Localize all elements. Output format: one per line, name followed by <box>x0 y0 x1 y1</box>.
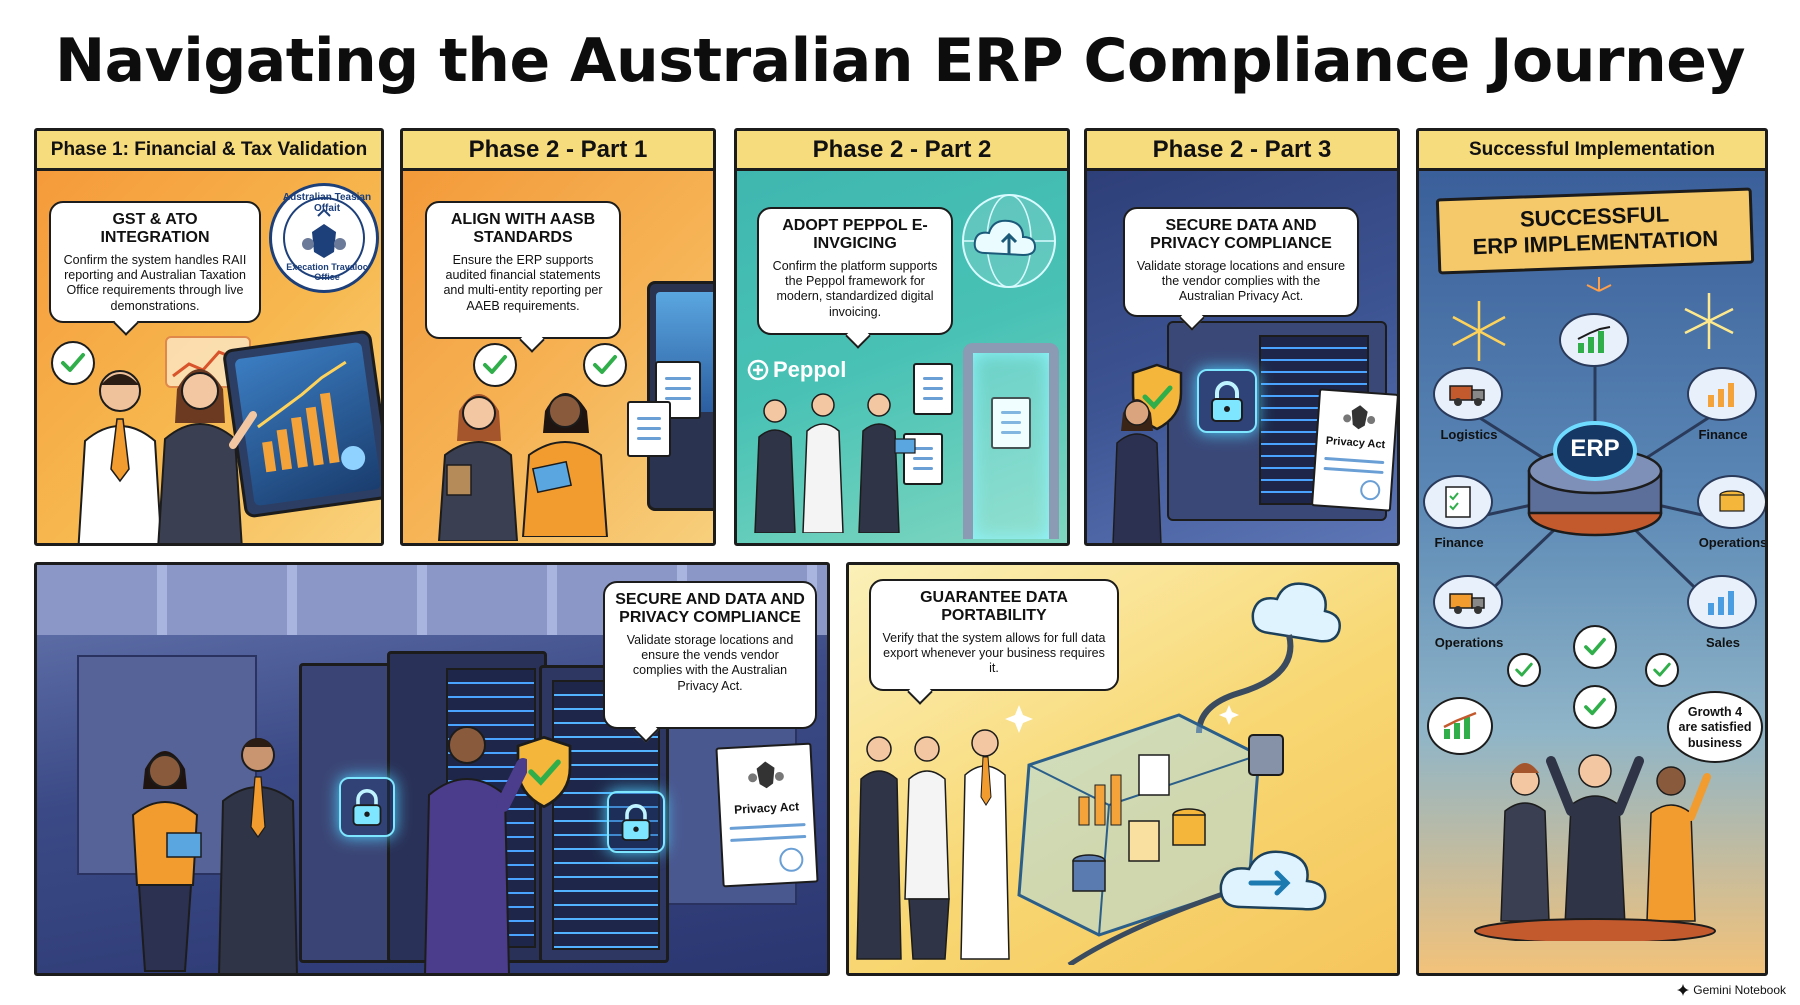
speech-bubble-peppol: Adopt Peppol E-Invgicing Confirm the pla… <box>757 207 953 335</box>
node-label-operations-right: Operations <box>1698 535 1768 550</box>
digital-gateway <box>963 343 1059 539</box>
speech-bubble-gst-ato: GST & ATO Integration Confirm the system… <box>49 201 261 323</box>
node-label-finance-left: Finance <box>1434 535 1484 550</box>
check-icon <box>1573 625 1617 669</box>
privacy-act-document: Privacy Act <box>715 742 819 888</box>
check-icon <box>473 343 517 387</box>
invoice-document-icon <box>991 397 1031 449</box>
speech-bubble-portability: Guarantee Data Portability Verify that t… <box>869 579 1119 691</box>
peppol-logo: Peppol <box>747 357 846 383</box>
speech-bubble-satisfied: Growth 4 are satisfied business <box>1667 691 1763 763</box>
bubble-title: Secure Data and Privacy Compliance <box>1150 217 1332 253</box>
bubble-text: Confirm the platform supports the Peppol… <box>772 258 938 319</box>
bubble-title: GST & ATO Integration <box>100 211 210 247</box>
padlock-icon <box>607 791 665 853</box>
footer-credit: Gemini Notebook <box>1677 983 1786 997</box>
tablet-dashboard <box>221 329 381 519</box>
panel-header: Phase 2 - Part 2 <box>737 131 1067 171</box>
check-icon <box>51 341 95 385</box>
businesswoman-with-tablet <box>521 393 609 537</box>
panel-phase2-part3: Phase 2 - Part 3 Secure Data and Privacy… <box>1084 128 1400 546</box>
privacy-act-label: Privacy Act <box>1325 434 1386 452</box>
bubble-text: Ensure the ERP supports audited financia… <box>443 252 603 313</box>
team-figures <box>754 393 916 533</box>
bubble-text: Confirm the system handles RAII reportin… <box>63 252 247 313</box>
node-top-chart <box>1559 313 1629 367</box>
fireworks-illustration <box>1452 277 1734 361</box>
bubble-title: Secure and Data and Privacy Compliance <box>615 591 805 627</box>
panel-data-portability: Guarantee Data Portability Verify that t… <box>846 562 1400 976</box>
bubble-title: Align with AASB Standards <box>450 211 596 247</box>
panel-phase2-part1: Phase 2 - Part 1 Align with AASB Standar… <box>400 128 716 546</box>
node-label-sales: Sales <box>1706 635 1740 650</box>
node-label-finance: Finance <box>1698 427 1748 442</box>
businessman-figure <box>77 370 163 543</box>
privacy-act-label: Privacy Act <box>733 799 800 817</box>
peppol-logo-icon <box>747 359 769 381</box>
bubble-title: Adopt Peppol E-Invgicing <box>782 217 928 253</box>
erp-hub-label: ERP <box>1570 435 1620 462</box>
footer-text: Gemini Notebook <box>1693 983 1786 997</box>
node-sales <box>1687 575 1757 629</box>
page-title: Navigating the Australian ERP Compliance… <box>54 26 1746 96</box>
businessman-back-figure <box>424 726 527 973</box>
businesswoman-figure <box>157 369 257 543</box>
businesswoman-figure <box>1112 399 1162 543</box>
node-operations-left <box>1433 575 1503 629</box>
speech-bubble-aasb: Align with AASB Standards Ensure the ERP… <box>425 201 621 339</box>
document-icon <box>627 401 671 457</box>
privacy-act-document: Privacy Act <box>1310 388 1397 512</box>
node-label-logistics: Logistics <box>1440 427 1498 442</box>
invoice-document-icon <box>913 363 953 415</box>
bubble-text: Growth 4 are satisfied business <box>1678 705 1752 750</box>
seal-text-top: Australian Teasian Offait <box>282 192 372 214</box>
success-banner: Successful ERP Implementation <box>1435 187 1755 275</box>
cloud-network-icon <box>962 194 1056 288</box>
businesswoman-with-tablet <box>131 751 202 972</box>
businesswoman-with-clipboard <box>437 394 519 541</box>
panel-header: Phase 2 - Part 3 <box>1087 131 1397 171</box>
panel-header: Phase 2 - Part 1 <box>403 131 713 171</box>
check-icon <box>1507 653 1541 687</box>
erp-hub-network <box>1458 351 1730 613</box>
node-logistics <box>1433 367 1503 421</box>
panel-phase1-financial-tax: Phase 1: Financial & Tax Validation Aust… <box>34 128 384 546</box>
speech-bubble-secure-data: Secure and Data and Privacy Compliance V… <box>603 581 817 729</box>
node-finance-top <box>1687 367 1757 421</box>
celebrating-team <box>1474 754 1716 941</box>
growth-chart-bubble <box>1427 697 1493 755</box>
data-transfer-illustration <box>856 582 1341 965</box>
peppol-logo-text: Peppol <box>773 357 847 382</box>
panel-header: Phase 1: Financial & Tax Validation <box>37 131 381 171</box>
node-operations-right <box>1697 475 1765 529</box>
gemini-logo-icon <box>1677 984 1690 996</box>
bubble-text: Validate storage locations and ensure th… <box>1136 258 1346 304</box>
check-icon <box>1645 653 1679 687</box>
bubble-text: Verify that the system allows for full d… <box>882 630 1106 676</box>
check-icon <box>1573 685 1617 729</box>
node-label-operations-left: Operations <box>1434 635 1504 650</box>
bubble-text: Validate storage locations and ensure th… <box>626 632 794 693</box>
padlock-icon <box>339 777 395 837</box>
panel-secure-data-privacy: Secure and Data and Privacy Compliance V… <box>34 562 830 976</box>
businessman-figure <box>218 738 298 973</box>
panel-header: Successful Implementation <box>1419 131 1765 171</box>
panel-phase2-part2: Phase 2 - Part 2 Adopt Peppol E-Invgicin… <box>734 128 1070 546</box>
speech-bubble-privacy: Secure Data and Privacy Compliance Valid… <box>1123 207 1359 317</box>
node-finance-left <box>1423 475 1493 529</box>
padlock-icon <box>1197 369 1257 433</box>
check-icon <box>583 343 627 387</box>
bubble-title: Guarantee Data Portability <box>920 589 1068 625</box>
panel-successful-implementation: Successful Implementation Successful ERP… <box>1416 128 1768 976</box>
ato-seal-icon: Australian Teasian Offait Execation Trav… <box>269 183 379 293</box>
seal-text-bottom: Execation Travaloc Office <box>286 262 368 282</box>
